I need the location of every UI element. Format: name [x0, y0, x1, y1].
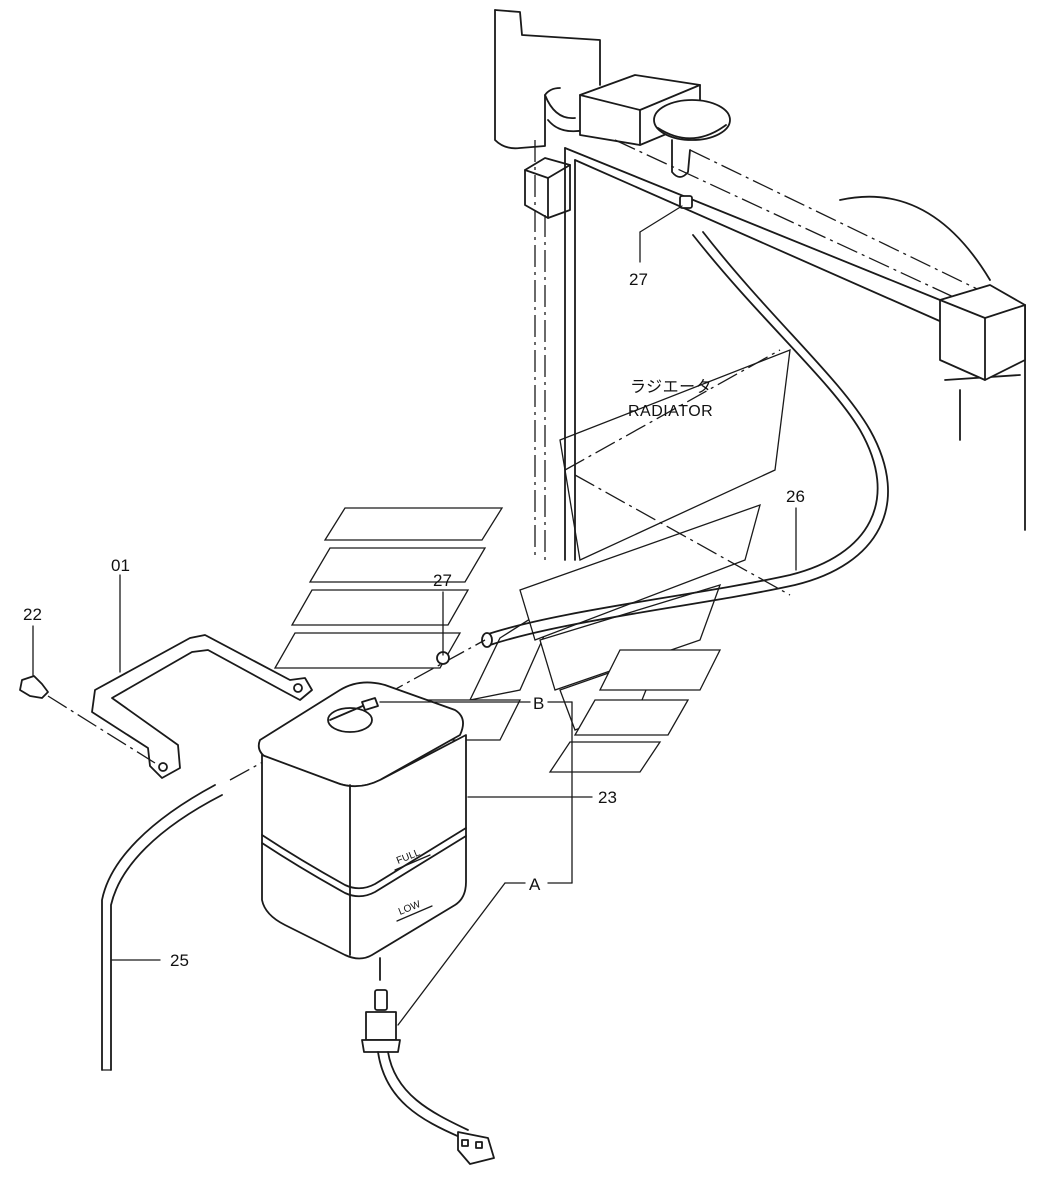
radiator-assembly: [494, 9, 1026, 596]
clamp-27-mid: [436, 591, 450, 665]
watermark-logo: [273, 348, 791, 773]
ref-a-label: A: [529, 875, 541, 894]
callout-01: 01: [111, 556, 130, 575]
callout-23: 23: [598, 788, 617, 807]
callout-25: 25: [170, 951, 189, 970]
hose-25: [101, 784, 223, 1071]
level-sensor: [361, 957, 495, 1165]
leader-27-top: [639, 205, 683, 233]
callout-27-mid: 27: [433, 571, 452, 590]
bracket-01: [91, 574, 313, 779]
hose-26: [481, 231, 889, 648]
radiator-label-en: RADIATOR: [628, 403, 713, 420]
radiator-label-jp: ラジエータ: [630, 378, 712, 396]
callout-26: 26: [786, 487, 805, 506]
callout-22: 22: [23, 605, 42, 624]
reserve-tank-23: FULL LOW: [257, 681, 593, 960]
reference-lines: [379, 701, 573, 1026]
ref-b-label: B: [533, 694, 544, 713]
callout-27-top: 27: [629, 270, 648, 289]
bolt-22: [19, 625, 156, 764]
